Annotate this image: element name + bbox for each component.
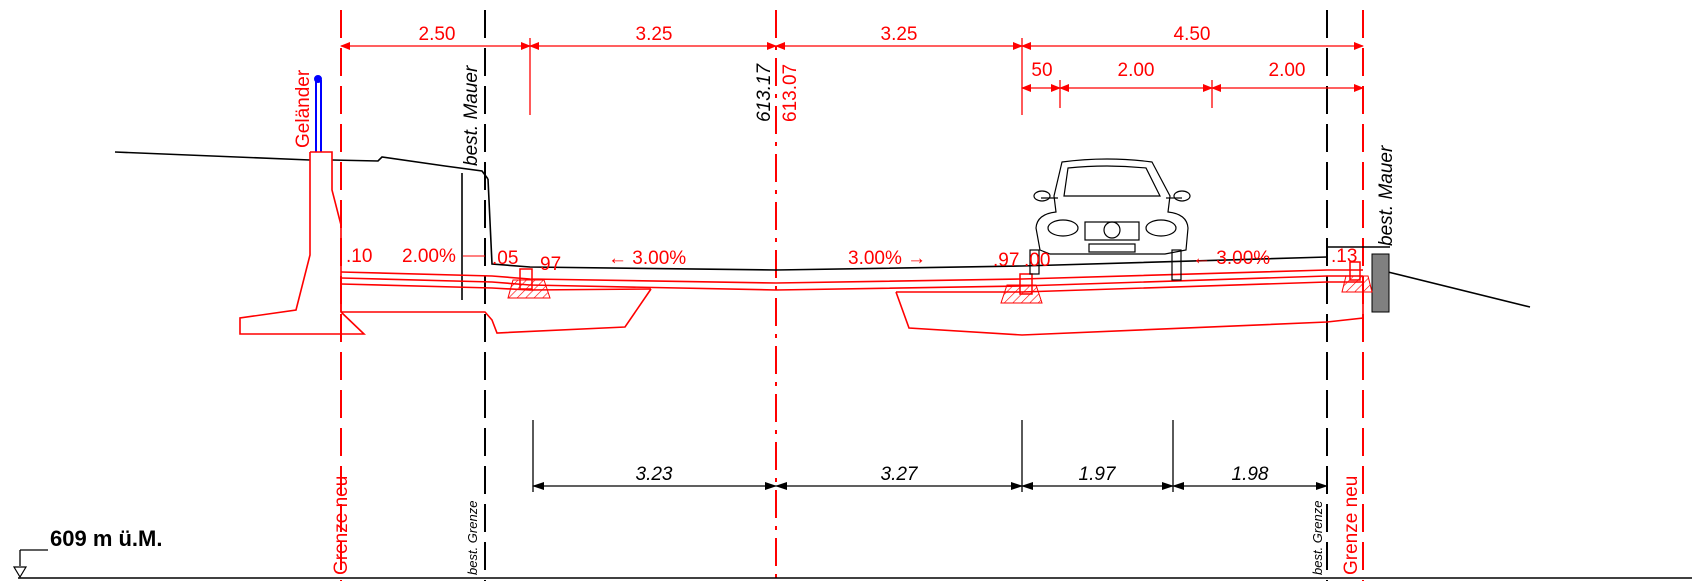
slope-1: ← 3.00% <box>608 248 686 269</box>
slope-2: 3.00% → <box>848 248 926 269</box>
reference-lines <box>340 10 1364 581</box>
height-97b: .97 <box>993 250 1019 271</box>
dim-50: 50 <box>1031 60 1052 81</box>
height-00: .00 <box>1024 250 1050 271</box>
existing-wall-right <box>1371 253 1390 313</box>
curb-right <box>1000 273 1043 304</box>
dim-2-00-left: 2.00 <box>1118 60 1155 81</box>
elevation-existing: 613.17 <box>754 62 775 122</box>
wall-right-label: best. Mauer <box>1376 145 1397 246</box>
bottom-dimension-labels: 3.23 3.27 1.97 1.98 <box>636 464 1269 485</box>
car-icon <box>1029 158 1191 281</box>
height-right: .13 <box>1331 246 1357 267</box>
dim-3-27: 3.27 <box>881 464 919 485</box>
dim-3-25-right: 3.25 <box>881 24 918 45</box>
border-old-right-label: best. Grenze <box>1310 501 1325 575</box>
border-new-right-label: Grenze neu <box>1341 476 1362 575</box>
top-dimensions <box>340 38 1364 115</box>
datum-triangle-icon <box>12 566 28 579</box>
dim-2-00-right: 2.00 <box>1269 60 1306 81</box>
dim-3-25-left: 3.25 <box>636 24 673 45</box>
dim-3-23: 3.23 <box>636 464 673 485</box>
road-structure-new <box>340 269 1364 336</box>
slope-3: ← 3.00% <box>1192 248 1270 269</box>
retaining-wall-new <box>239 151 366 335</box>
curb-far-right <box>1341 261 1373 293</box>
border-new-left-label: Grenze neu <box>331 476 352 575</box>
wall-left-label: best. Mauer <box>461 65 482 166</box>
dim-4-50: 4.50 <box>1174 24 1211 45</box>
border-old-left-label: best. Grenze <box>465 501 480 575</box>
elevation-new: 613.07 <box>780 64 801 122</box>
height-left: .10 <box>346 246 372 267</box>
top-dimension-labels: 2.50 3.25 3.25 4.50 50 2.00 2.00 <box>419 24 1306 81</box>
dim-1-98: 1.98 <box>1232 464 1269 485</box>
dim-2-50: 2.50 <box>419 24 456 45</box>
existing-terrain <box>114 151 1531 308</box>
datum-label: 609 m ü.M. <box>50 526 162 551</box>
dim-1-97: 1.97 <box>1079 464 1117 485</box>
datum-marker: 609 m ü.M. <box>12 526 1692 579</box>
road-annotations: .10 2.00% .05 97 ← 3.00% 3.00% → .97 .00… <box>346 246 1357 275</box>
bottom-dimensions <box>532 420 1328 492</box>
curb-left <box>507 268 551 299</box>
railing-label: Geländer <box>293 69 314 148</box>
height-97a: 97 <box>540 254 561 275</box>
height-curb: .05 <box>492 248 518 269</box>
slope-left: 2.00% <box>402 246 456 267</box>
railing <box>314 75 322 152</box>
